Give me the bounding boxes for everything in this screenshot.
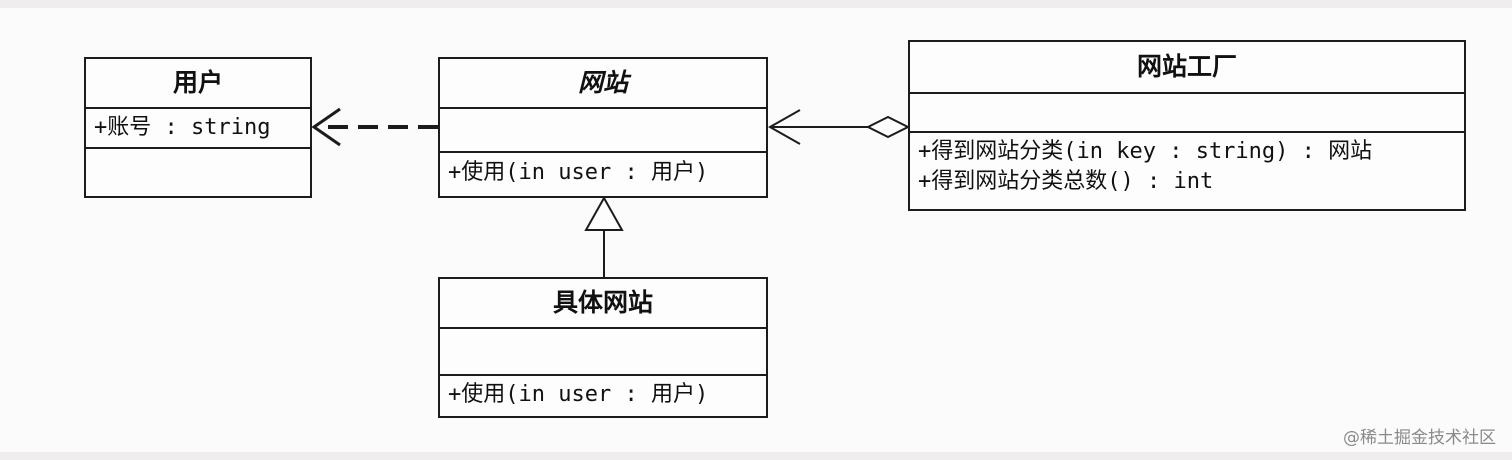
class-website-factory: 网站工厂 +得到网站分类(in key : string) : 网站 +得到网站… [908,40,1466,211]
bottom-border-band [0,452,1512,460]
class-concrete-website: 具体网站 +使用(in user : 用户) [438,277,768,418]
class-user-attributes: +账号 : string [86,109,310,149]
operation-get-category-count: +得到网站分类总数() : int [918,169,1214,194]
class-user-name: 用户 [86,59,310,109]
watermark-text: @稀土掘金技术社区 [1343,428,1496,448]
attribute-account: +账号 : string [94,115,271,140]
operation-use: +使用(in user : 用户) [448,160,709,185]
class-concrete-website-operations: +使用(in user : 用户) [440,376,766,410]
class-concrete-website-attributes [440,329,766,376]
operation-use: +使用(in user : 用户) [448,382,709,407]
class-website-factory-name: 网站工厂 [910,42,1464,94]
class-website: 网站 +使用(in user : 用户) [438,57,768,198]
aggregation-diamond [865,115,911,139]
dependency-arrowhead [311,107,341,147]
class-website-factory-operations: +得到网站分类(in key : string) : 网站 +得到网站分类总数(… [910,133,1464,197]
class-user: 用户 +账号 : string [84,57,312,198]
operation-get-category: +得到网站分类(in key : string) : 网站 [918,139,1373,164]
class-website-attributes [440,109,766,153]
class-website-name: 网站 [440,59,766,109]
aggregation-arrowhead [767,109,801,145]
generalization-triangle [584,195,624,231]
class-website-factory-attributes [910,94,1464,133]
class-concrete-website-name: 具体网站 [440,279,766,329]
top-border-band [0,0,1512,8]
class-website-operations: +使用(in user : 用户) [440,153,766,188]
